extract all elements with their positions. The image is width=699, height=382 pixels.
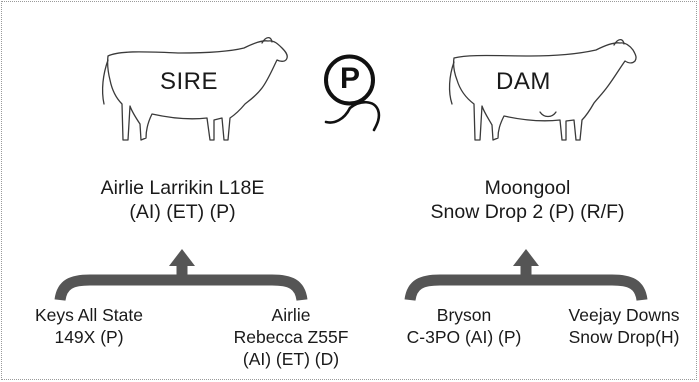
sire-name: Airlie Larrikin L18E (AI) (ET) (P) (50, 176, 315, 224)
dam-dam-name: Veejay Downs Snow Drop(H) (554, 304, 694, 348)
polled-logo-letter: P (339, 62, 360, 95)
sire-parent-bracket (54, 264, 308, 302)
dam-name-line2: Snow Drop 2 (P) (R/F) (430, 201, 625, 223)
dam-label: DAM (496, 68, 551, 95)
sire-sire-name: Keys All State 149X (P) (10, 304, 168, 348)
sire-name-line1: Airlie Larrikin L18E (100, 177, 265, 199)
dam-sire-name: Bryson C-3PO (AI) (P) (396, 304, 532, 348)
cow-outline-icon (448, 38, 637, 141)
dam-arrow-icon (513, 249, 539, 266)
sire-dam-line1: Airlie (271, 305, 311, 325)
sire-sire-line1: Keys All State (35, 305, 143, 325)
polled-logo-icon (324, 54, 381, 132)
dam-name: Moongool Snow Drop 2 (P) (R/F) (400, 176, 655, 224)
dam-sire-line1: Bryson (436, 305, 492, 325)
dam-name-line1: Moongool (484, 177, 571, 199)
dam-parent-bracket (404, 264, 648, 302)
dam-sire-line2: C-3PO (AI) (P) (406, 327, 522, 347)
bull-outline-icon (101, 36, 288, 141)
sire-dam-line3: (AI) (ET) (D) (242, 349, 340, 369)
dam-dam-line2: Snow Drop(H) (568, 327, 680, 347)
sire-arrow-icon (169, 249, 195, 266)
sire-name-line2: (AI) (ET) (P) (129, 201, 236, 223)
sire-label: SIRE (160, 68, 219, 95)
sire-dam-name: Airlie Rebecca Z55F (AI) (ET) (D) (222, 304, 360, 370)
sire-sire-line2: 149X (P) (54, 327, 124, 347)
sire-dam-line2: Rebecca Z55F (233, 327, 349, 347)
dam-dam-line1: Veejay Downs (568, 305, 680, 325)
